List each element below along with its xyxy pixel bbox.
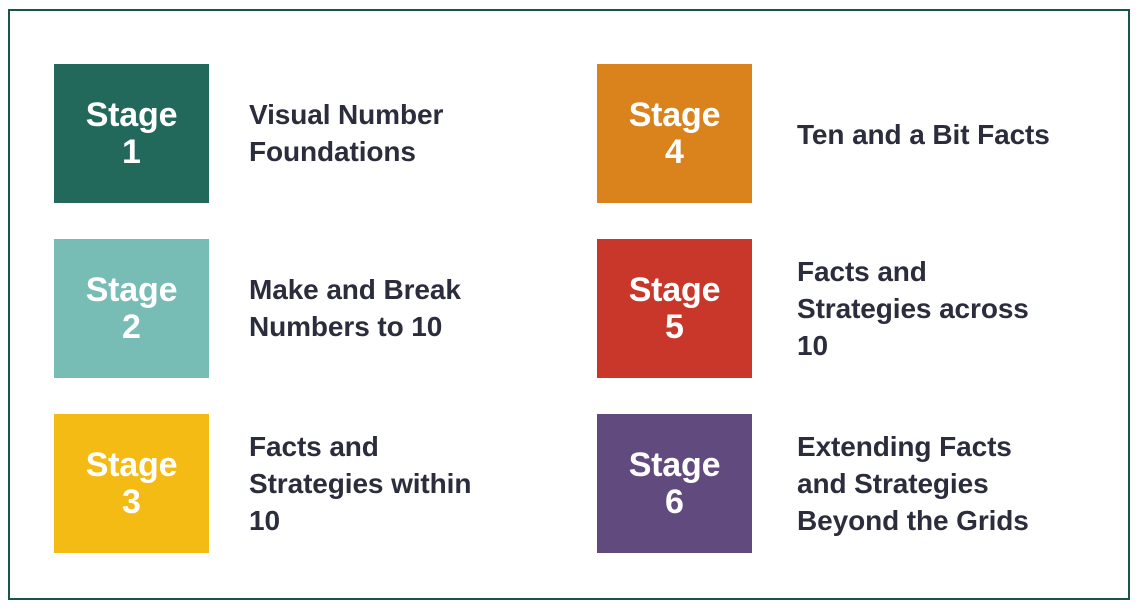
stage-badge-word-4: Stage xyxy=(628,96,721,135)
stages-grid: Stage 1 Visual Number Foundations Stage … xyxy=(54,64,1090,564)
stage-title-5: Facts and Strategies across 10 xyxy=(797,256,1029,362)
stage-badge-word-3: Stage xyxy=(85,446,178,485)
stage-title-6: Extending Facts and Strategies Beyond th… xyxy=(797,431,1029,537)
stage-item-1: Stage 1 Visual Number Foundations xyxy=(54,64,597,239)
stage-title-1: Visual Number Foundations xyxy=(249,99,444,168)
stage-badge-5: Stage 5 xyxy=(597,239,752,378)
stage-item-6: Stage 6 Extending Facts and Strategies B… xyxy=(597,414,1090,564)
stage-badge-3: Stage 3 xyxy=(54,414,209,553)
stage-badge-4: Stage 4 xyxy=(597,64,752,203)
stage-badge-word-2: Stage xyxy=(85,271,178,310)
stage-badge-number-1: 1 xyxy=(122,132,141,171)
stage-item-4: Stage 4 Ten and a Bit Facts xyxy=(597,64,1090,239)
stage-badge-number-3: 3 xyxy=(122,482,141,521)
stage-badge-number-2: 2 xyxy=(122,307,141,346)
stage-title-4: Ten and a Bit Facts xyxy=(797,119,1050,150)
stage-badge-number-6: 6 xyxy=(665,482,684,521)
stage-title-3: Facts and Strategies within 10 xyxy=(249,431,472,537)
stage-title-2: Make and Break Numbers to 10 xyxy=(249,274,461,343)
stage-badge-number-5: 5 xyxy=(665,307,684,346)
stage-badge-number-4: 4 xyxy=(665,132,684,171)
stage-badge-word-1: Stage xyxy=(85,96,178,135)
stage-badge-2: Stage 2 xyxy=(54,239,209,378)
stage-item-5: Stage 5 Facts and Strategies across 10 xyxy=(597,239,1090,414)
stage-badge-6: Stage 6 xyxy=(597,414,752,553)
stage-badge-word-5: Stage xyxy=(628,271,721,310)
stage-item-3: Stage 3 Facts and Strategies within 10 xyxy=(54,414,597,564)
stage-item-2: Stage 2 Make and Break Numbers to 10 xyxy=(54,239,597,414)
stage-badge-word-6: Stage xyxy=(628,446,721,485)
poster-frame: Stage 1 Visual Number Foundations Stage … xyxy=(8,9,1130,600)
stage-badge-1: Stage 1 xyxy=(54,64,209,203)
